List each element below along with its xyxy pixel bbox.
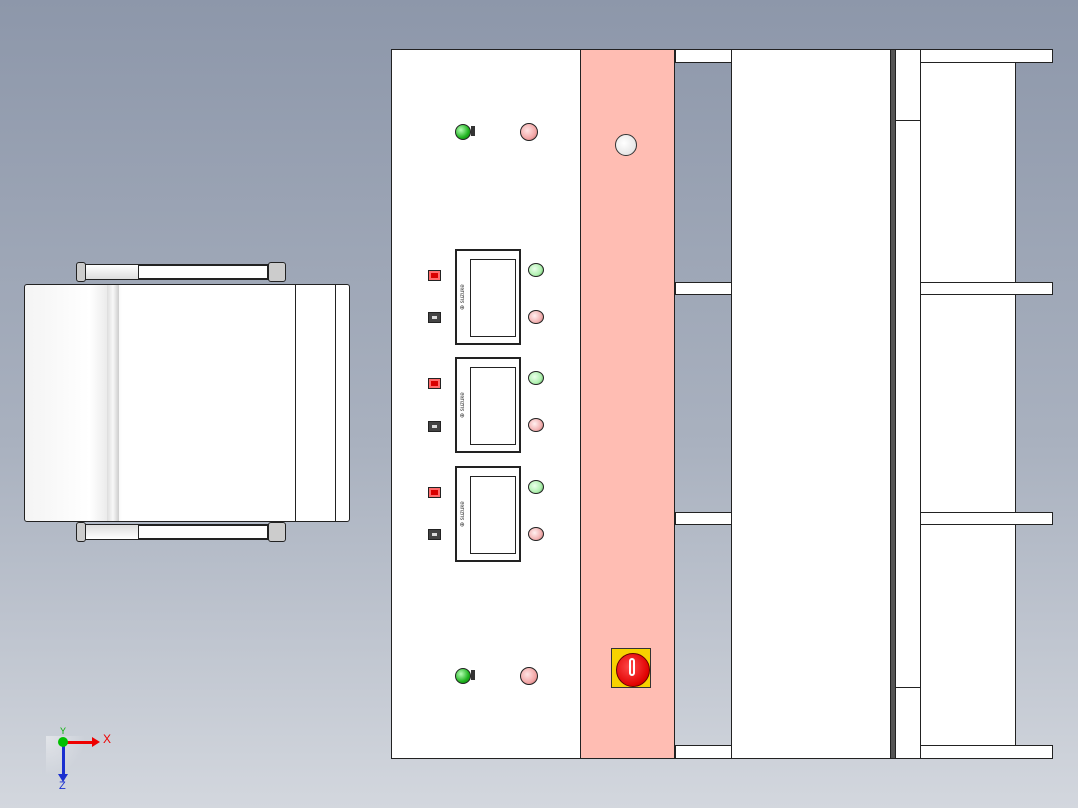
- controller-3-display: [470, 476, 516, 554]
- alarm-lamp-2: [528, 418, 544, 432]
- frame-rail-bottom: [675, 745, 732, 759]
- run-lamp-1: [528, 263, 544, 277]
- controller-1-display: [470, 259, 516, 337]
- door-lock-knob[interactable]: [615, 134, 637, 156]
- temperature-controller-2[interactable]: ⊕ suzuke: [455, 357, 521, 453]
- controller-2-display: [470, 367, 516, 445]
- controller-3-brand: ⊕ suzuke: [460, 501, 466, 527]
- mode-switch-2[interactable]: [428, 421, 441, 432]
- right-frame-top: [920, 49, 1053, 63]
- alarm-lamp-1: [528, 310, 544, 324]
- cabinet-body: [731, 49, 893, 759]
- controller-2-brand: ⊕ suzuke: [460, 392, 466, 418]
- mode-switch-1[interactable]: [428, 312, 441, 323]
- control-panel-face: ⊕ suzuke ⊕ suzuke ⊕ suzuke: [391, 49, 581, 759]
- alarm-lamp-3: [528, 527, 544, 541]
- side-column: [895, 49, 922, 759]
- right-frame-rail-3: [920, 512, 1053, 525]
- y-axis-dot: [58, 737, 68, 747]
- power-indicator-green-top[interactable]: [455, 124, 471, 140]
- stop-button-red-top[interactable]: [520, 123, 538, 141]
- stop-button-red-bottom[interactable]: [520, 667, 538, 685]
- top-roller-assembly: [76, 262, 286, 282]
- run-lamp-3: [528, 480, 544, 494]
- right-frame-post-mid: [1000, 62, 1016, 746]
- y-axis-label: Y: [60, 726, 67, 736]
- run-lamp-2: [528, 371, 544, 385]
- bottom-roller-assembly: [76, 522, 286, 542]
- frame-rail-2: [675, 282, 732, 295]
- right-frame-rail-2: [920, 282, 1053, 295]
- right-frame-bottom: [920, 745, 1053, 759]
- power-indicator-green-bottom[interactable]: [455, 668, 471, 684]
- emergency-stop-button[interactable]: [611, 648, 651, 688]
- heater-switch-1[interactable]: [428, 270, 441, 281]
- machine-body-side: [24, 284, 350, 522]
- controller-1-brand: ⊕ suzuke: [460, 284, 466, 310]
- side-view: [24, 258, 354, 548]
- right-frame-panel: [934, 62, 1001, 746]
- mode-switch-3[interactable]: [428, 529, 441, 540]
- temperature-controller-3[interactable]: ⊕ suzuke: [455, 466, 521, 562]
- temperature-controller-1[interactable]: ⊕ suzuke: [455, 249, 521, 345]
- heater-switch-3[interactable]: [428, 487, 441, 498]
- frame-rail-top: [675, 49, 732, 63]
- x-axis-label: X: [103, 732, 112, 746]
- frame-rail-3: [675, 512, 732, 525]
- door-panel: [580, 49, 675, 759]
- heater-switch-2[interactable]: [428, 378, 441, 389]
- z-axis-label: Z: [59, 780, 66, 792]
- right-frame-post-left: [920, 62, 935, 746]
- coordinate-triad: X Z Y: [40, 724, 120, 794]
- z-axis-arrow: [62, 744, 65, 776]
- x-axis-arrow: [64, 741, 94, 744]
